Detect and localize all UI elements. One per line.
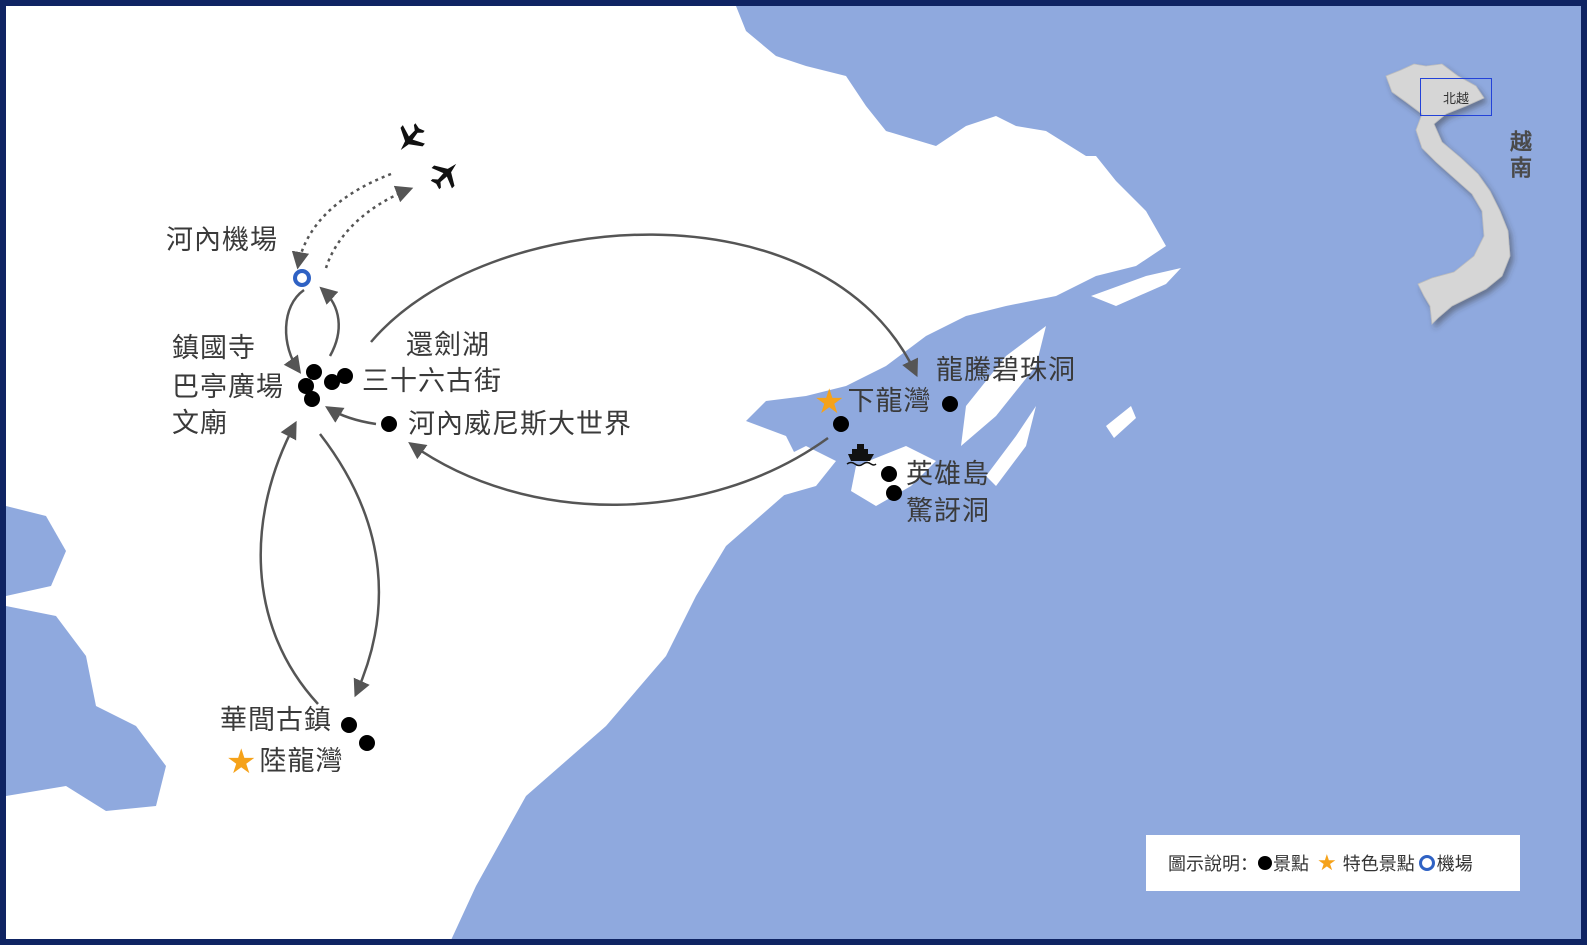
legend-title: 圖示說明： — [1168, 854, 1258, 875]
dot-icon — [886, 485, 902, 501]
vietnam-inset-shape — [1385, 63, 1511, 325]
route-hoalu-hanoi — [259, 420, 319, 705]
dot-icon — [833, 416, 849, 432]
flight-depart — [324, 185, 414, 269]
flight-arrive — [291, 172, 392, 270]
island-2 — [1106, 406, 1136, 438]
bay-west-1 — [6, 506, 66, 596]
temple-label: 鎮國寺 — [172, 333, 256, 364]
dot-icon — [1258, 856, 1272, 870]
hero-island-label: 英雄島 — [906, 459, 990, 490]
route-airport-down — [283, 288, 305, 374]
dot-icon — [337, 368, 353, 384]
airport-label: 河內機場 — [166, 225, 278, 256]
vinwonders-label: 河內威尼斯大世界 — [408, 409, 632, 440]
route-halong-back — [408, 436, 829, 506]
airport-ring-icon — [293, 269, 311, 287]
land-halong-label-group: ★陸龍灣 — [226, 745, 343, 779]
airplane-icon — [430, 163, 457, 190]
island-3 — [961, 326, 1046, 446]
dragon-cave-label: 龍騰碧珠洞 — [936, 355, 1076, 386]
star-icon: ★ — [814, 382, 846, 422]
land-halong-label: 陸龍灣 — [259, 746, 344, 777]
surprise-cave-label: 驚訝洞 — [906, 496, 990, 527]
star-icon: ★ — [1317, 850, 1337, 876]
route-hanoi-hoalu — [319, 433, 381, 698]
dot-icon — [381, 416, 397, 432]
legend-airport: 機場 — [1436, 854, 1473, 875]
inset-region-box: 北越 — [1420, 78, 1492, 116]
dot-icon — [942, 396, 958, 412]
lake-label: 還劍湖 — [406, 330, 490, 361]
inset-country-label: 越南 — [1506, 130, 1531, 182]
legend-spot: 景點 — [1273, 854, 1309, 875]
dot-icon — [359, 735, 375, 751]
dot-icon — [306, 364, 322, 380]
sea-east — [451, 6, 1581, 939]
route-up-airport — [319, 286, 340, 357]
dot-icon — [324, 374, 340, 390]
literature-label: 文廟 — [172, 408, 228, 439]
streets-label: 三十六古街 — [362, 366, 502, 397]
route-hanoi-halong — [370, 233, 918, 378]
airport-ring-icon — [1418, 855, 1435, 871]
star-icon: ★ — [226, 742, 258, 782]
dot-icon — [341, 717, 357, 733]
hoalu-label: 華閭古鎮 — [220, 705, 332, 736]
bay-west-2 — [6, 606, 166, 811]
ship-icon — [846, 444, 877, 467]
legend-feature-spot: 特色景點 — [1342, 854, 1415, 875]
dot-icon — [304, 391, 320, 407]
island-4 — [986, 406, 1036, 486]
island-1 — [1091, 268, 1181, 306]
map-legend: 圖示說明： 景點 ★ 特色景點 機場 — [1146, 835, 1520, 891]
route-venice-hanoi — [325, 406, 377, 426]
halong-label: 下龍灣 — [847, 386, 932, 417]
inset-region-label: 北越 — [1442, 91, 1469, 107]
dot-icon — [298, 378, 314, 394]
dot-icon — [881, 466, 897, 482]
square-label: 巴亭廣場 — [172, 372, 284, 403]
airplane-icon — [400, 123, 425, 151]
map-canvas — [6, 6, 1581, 939]
island-6 — [766, 446, 836, 496]
halong-label-group: ★下龍灣 — [814, 385, 931, 419]
